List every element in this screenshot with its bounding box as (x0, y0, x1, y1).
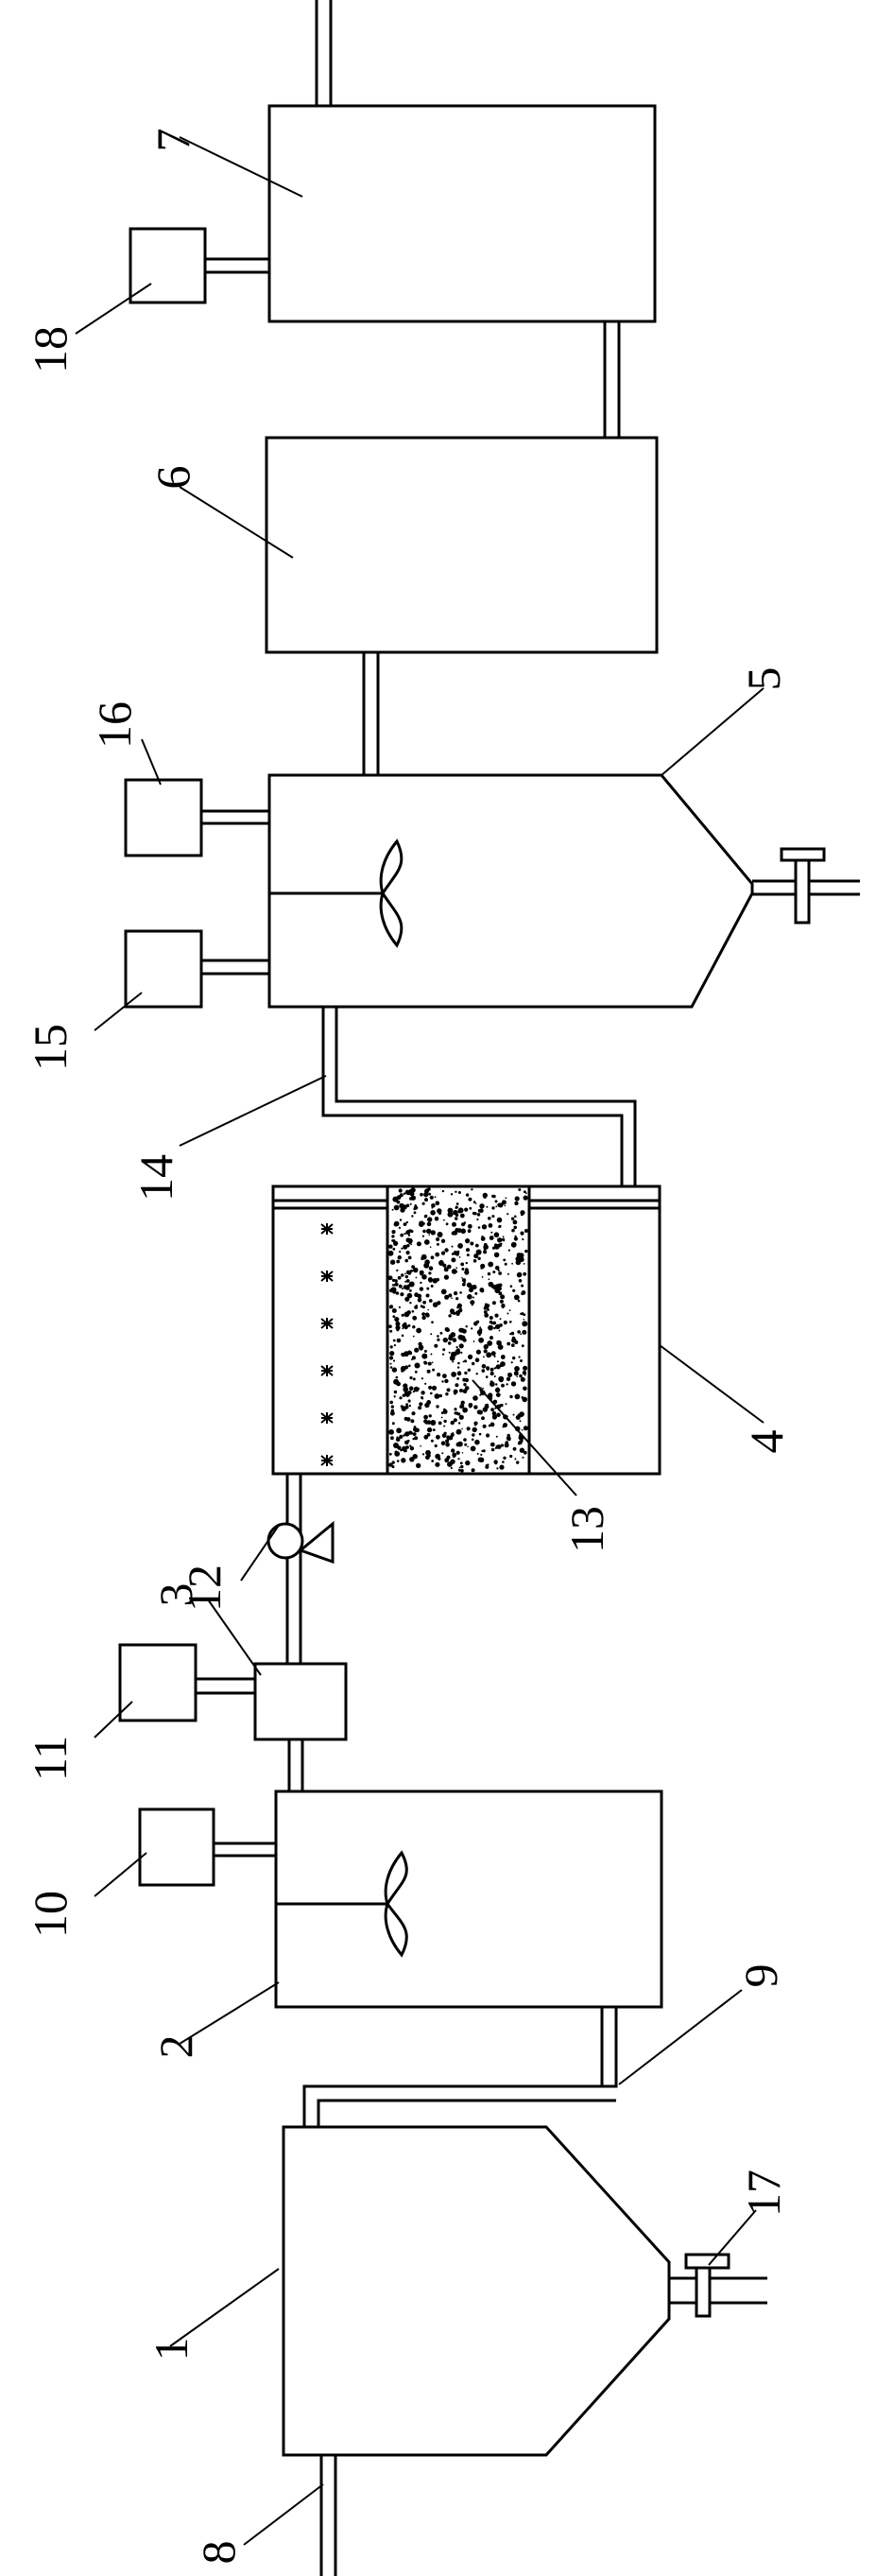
leader-lines (75, 136, 764, 2546)
dosing-box-18 (129, 227, 269, 304)
tank-2 (274, 1789, 663, 2009)
outlet-pipe-7 (315, 0, 333, 106)
connecting-pipe-14 (321, 1007, 637, 1186)
stirrer-tank-5 (379, 838, 404, 948)
pipe-6-to-7 (603, 321, 621, 438)
label-11: 11 (24, 1736, 77, 1781)
diffuser-arrows (320, 1223, 334, 1466)
label-18: 18 (24, 326, 77, 373)
tank-1 (282, 2125, 671, 2457)
tank-5 (267, 773, 754, 1009)
dosing-box-15 (124, 929, 269, 1009)
label-16: 16 (88, 701, 141, 749)
label-1: 1 (145, 2338, 198, 2361)
tank-4 (271, 1184, 661, 1476)
connecting-pipe-9 (302, 2006, 618, 2127)
label-2: 2 (149, 2035, 202, 2059)
label-12: 12 (178, 1565, 231, 1612)
label-5: 5 (737, 667, 790, 691)
dosing-box-16 (124, 778, 269, 857)
label-7: 7 (146, 129, 199, 152)
valve-17 (669, 2253, 767, 2318)
filter-media-13 (387, 1187, 528, 1473)
label-4: 4 (740, 1430, 793, 1454)
dosing-box-11 (118, 1643, 255, 1722)
label-17: 17 (737, 2170, 790, 2217)
unit-3 (253, 1662, 348, 1741)
label-14: 14 (129, 1154, 182, 1202)
pipe-5-to-6 (362, 652, 380, 775)
label-6: 6 (146, 466, 199, 490)
label-15: 15 (24, 1024, 77, 1071)
dosing-box-10 (138, 1807, 276, 1887)
label-3: 3 (149, 1583, 202, 1607)
inlet-pipe-8 (319, 2455, 337, 2576)
tank-6 (265, 436, 659, 654)
label-13: 13 (560, 1506, 613, 1553)
pipe-2-to-3 (287, 1739, 304, 1791)
label-10: 10 (24, 1891, 77, 1938)
stirrer-tank-2 (384, 1850, 408, 1958)
tank-7 (267, 104, 657, 323)
number-labels: 7 18 6 16 5 15 14 12 4 13 3 11 10 2 9 17… (24, 129, 793, 2565)
label-8: 8 (192, 2541, 245, 2565)
label-9: 9 (734, 1964, 787, 1988)
valve-tank-5 (752, 847, 860, 925)
